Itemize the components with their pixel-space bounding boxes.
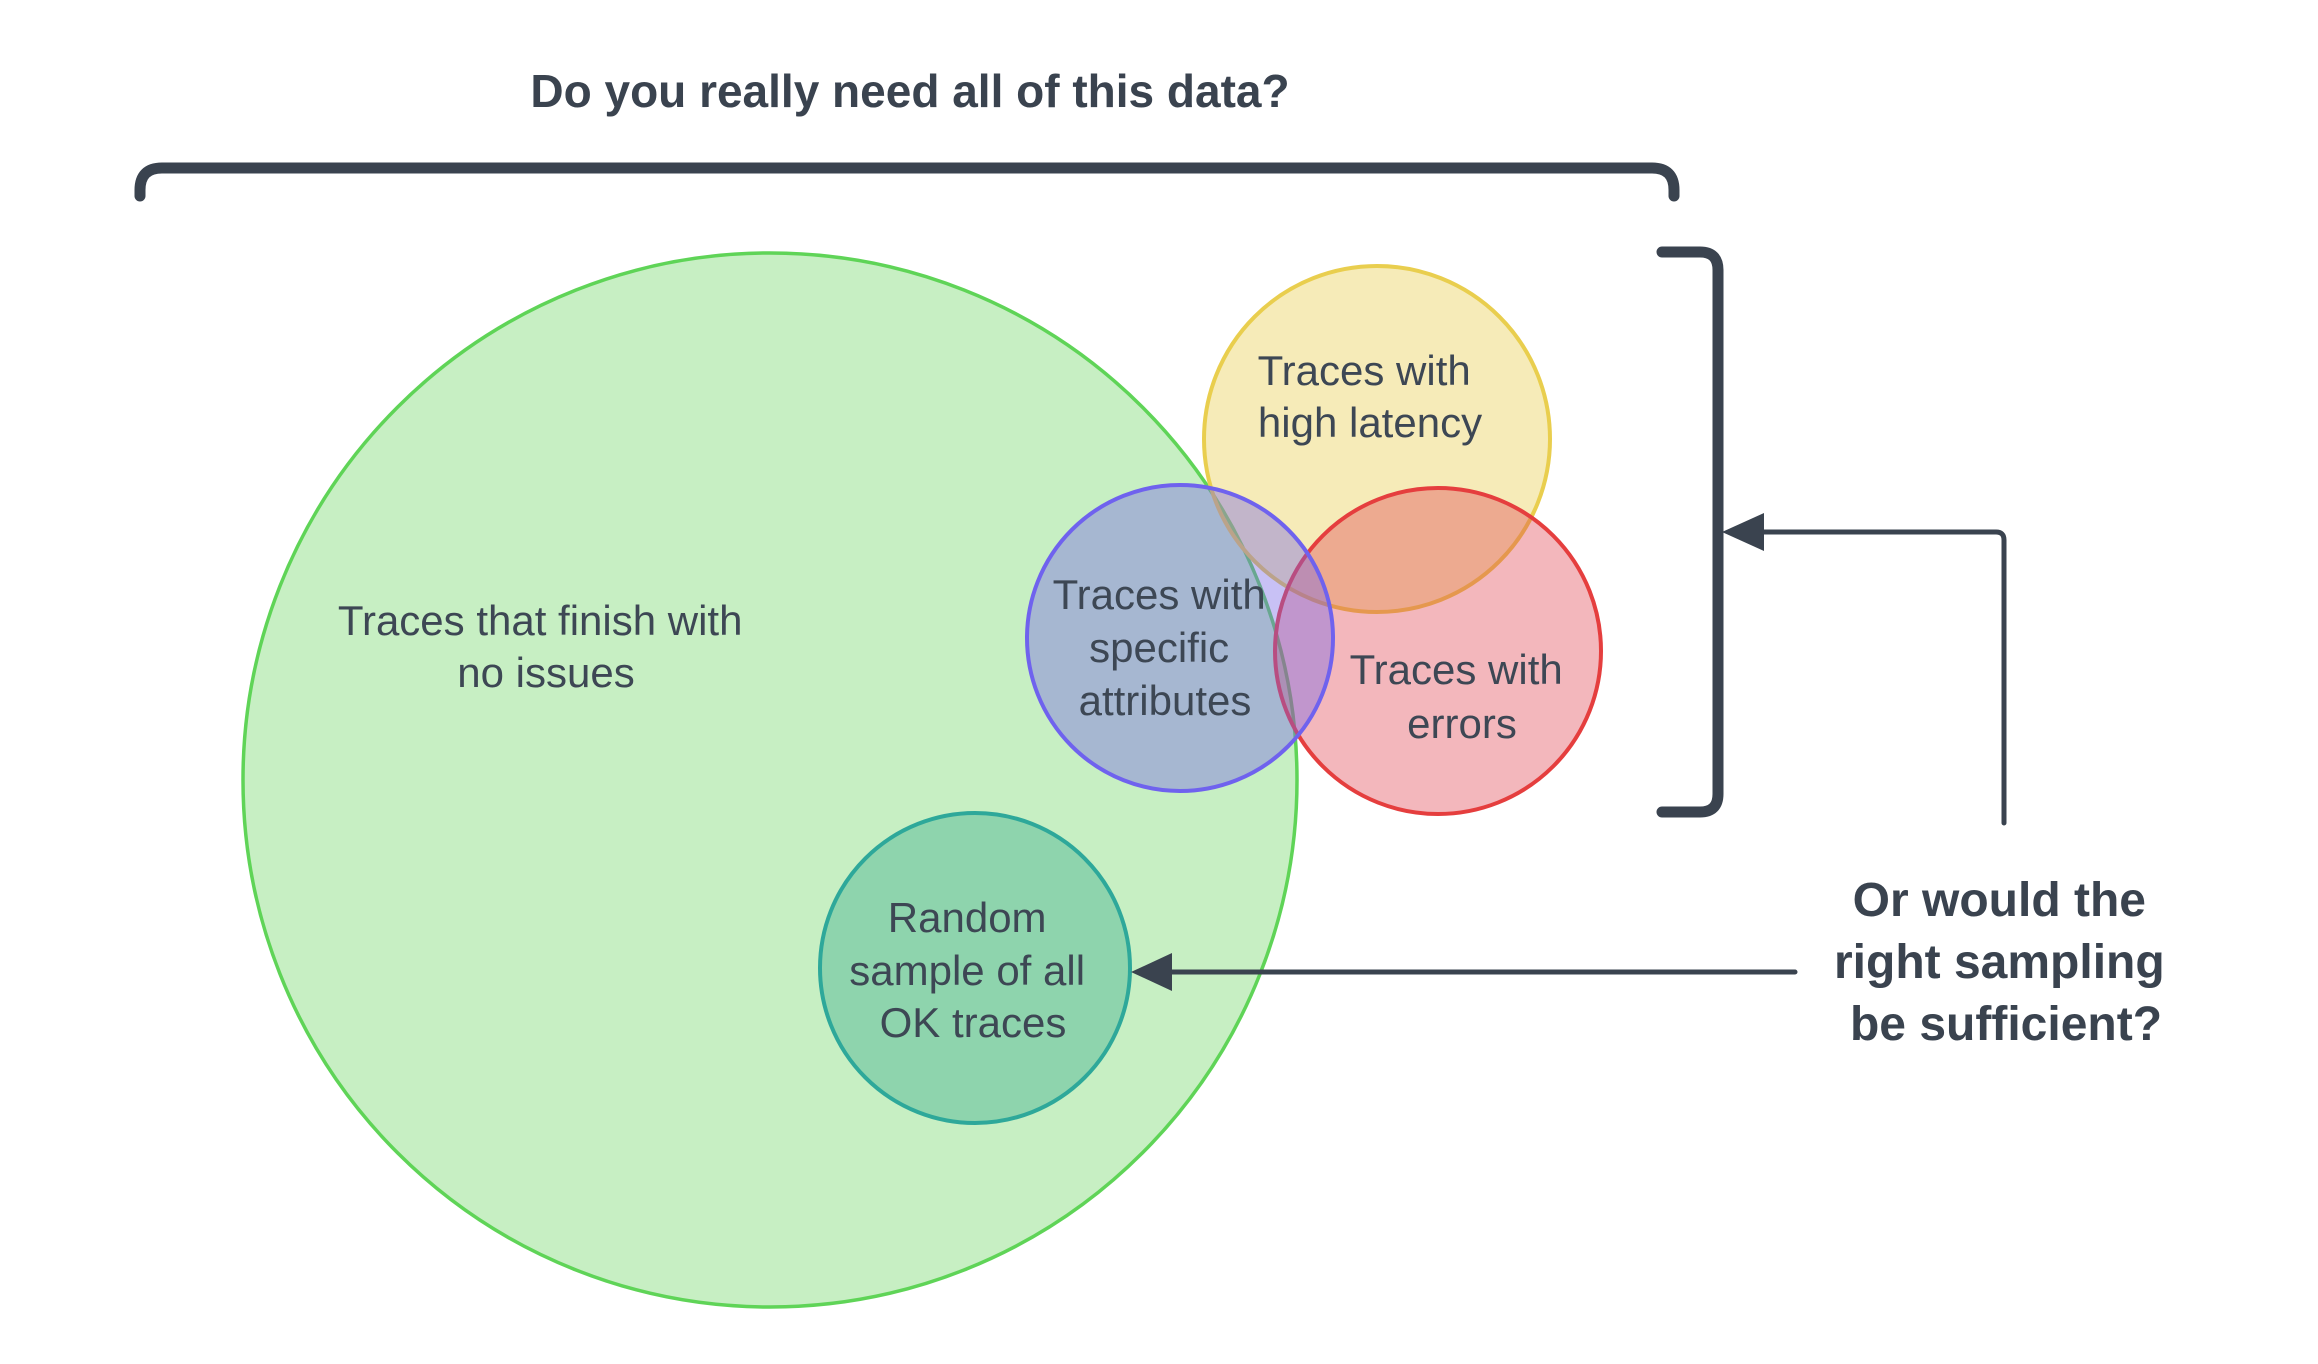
circle-errors — [1273, 486, 1603, 816]
question-text: Or would the right sampling be sufficien… — [1834, 874, 2178, 1051]
label-high-latency: Traces with high latency — [1258, 347, 1483, 446]
question-line: be sufficient? — [1850, 998, 2162, 1051]
label-line: Traces with — [1053, 571, 1266, 618]
label-line: OK traces — [880, 999, 1067, 1046]
sampling-arrowhead-icon — [1131, 953, 1172, 991]
label-line: Traces that finish with — [338, 597, 743, 644]
label-errors: Traces with errors — [1350, 646, 1575, 747]
right-bracket — [1656, 246, 1724, 818]
label-specific-attributes: Traces with specific attributes — [1053, 571, 1278, 724]
label-line: Traces with — [1258, 347, 1471, 394]
label-no-issues: Traces that finish with no issues — [338, 597, 754, 696]
circle-random-sample — [818, 811, 1132, 1125]
bracket-arrow — [1759, 529, 2007, 826]
label-line: sample of all — [849, 947, 1085, 994]
circle-no-issues — [241, 251, 1299, 1309]
diagram-title: Do you really need all of this data? — [530, 65, 1289, 117]
label-line: attributes — [1079, 677, 1252, 724]
circle-specific-attributes — [1025, 483, 1335, 793]
top-bracket — [134, 162, 1680, 202]
label-line: Random — [888, 894, 1047, 941]
label-random-sample: Random sample of all OK traces — [849, 894, 1096, 1046]
circle-high-latency — [1202, 264, 1552, 614]
label-line: errors — [1407, 700, 1517, 747]
bracket-arrowhead-icon — [1722, 513, 1764, 551]
label-line: specific — [1089, 624, 1229, 671]
label-line: high latency — [1258, 399, 1482, 446]
question-line: Or would the — [1853, 874, 2146, 927]
question-line: right sampling — [1834, 936, 2165, 989]
label-line: no issues — [457, 649, 634, 696]
label-line: Traces with — [1350, 646, 1563, 693]
